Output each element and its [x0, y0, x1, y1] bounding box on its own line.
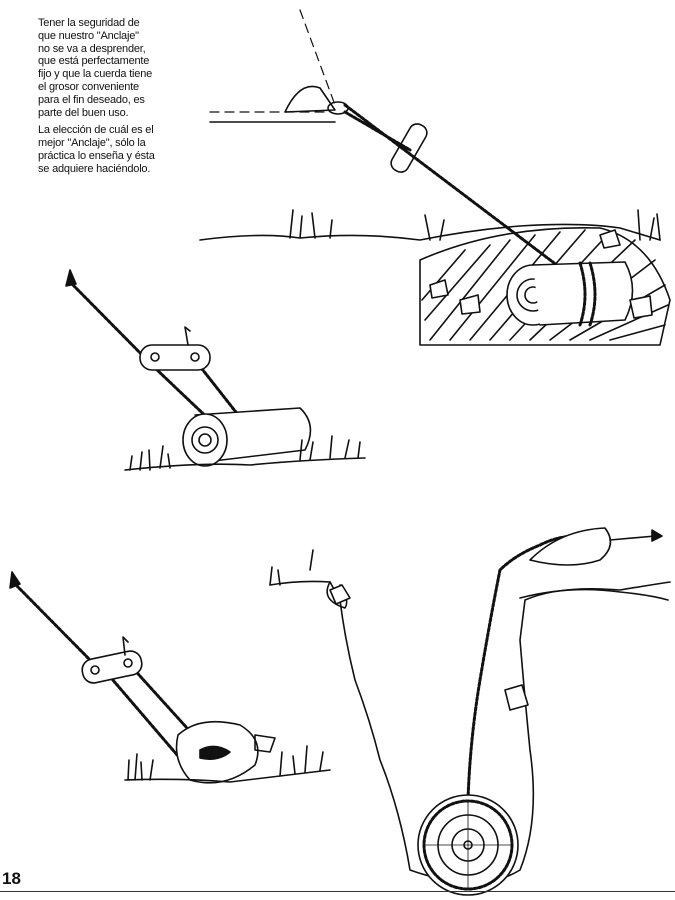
body-text: Tener la seguridad de que nuestro "Ancla… — [38, 17, 178, 181]
text-line: La elección de cuál es el — [38, 124, 154, 137]
text-line: que nuestro "Anclaje" — [38, 29, 139, 42]
illustration-rock-anchor — [9, 571, 331, 784]
page-number: 18 — [2, 869, 21, 888]
text-line: que está perfectamente — [38, 55, 150, 68]
illustration-buried-log-anchor — [199, 9, 671, 346]
paragraph-2: La elección de cuál es el mejor "Anclaje… — [38, 124, 178, 175]
text-line: para el fin deseado, es — [38, 93, 145, 106]
text-line: el grosor conveniente — [38, 80, 139, 93]
illustration-crevice-anchor — [269, 527, 671, 896]
text-line: fijo y que la cuerda tiene — [38, 68, 153, 81]
paragraph-1: Tener la seguridad de que nuestro "Ancla… — [38, 17, 178, 119]
text-line: mejor "Anclaje", sólo la — [38, 137, 146, 150]
bottom-rule — [0, 891, 675, 892]
text-line: práctica lo enseña y ésta — [38, 149, 155, 162]
illustration-log-anchor — [65, 269, 366, 471]
text-line: Tener la seguridad de — [38, 17, 140, 29]
text-line: se adquiere haciéndolo. — [38, 162, 151, 175]
text-line: no se va a desprender, — [38, 42, 146, 55]
text-line: parte del buen uso. — [38, 106, 129, 119]
